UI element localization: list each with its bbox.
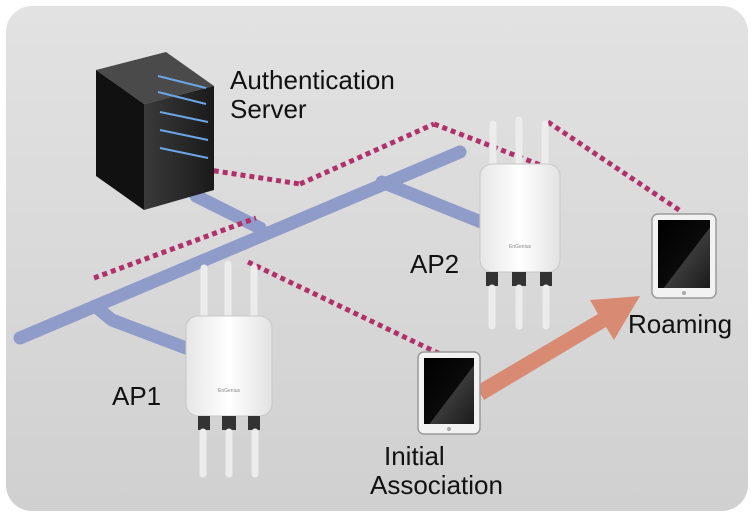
tablet-roaming-icon <box>651 213 717 299</box>
auth-server-label: Authentication Server <box>230 66 395 124</box>
wireless-links <box>93 119 684 359</box>
server-leds <box>157 75 209 159</box>
ap1-access-point-icon: EnGenius <box>185 260 273 478</box>
roaming-arrow-icon <box>476 296 640 400</box>
ap1-label: AP1 <box>112 381 162 411</box>
ap2-brand-text: EnGenius <box>509 244 531 250</box>
wireless-link-initial <box>246 259 446 359</box>
server-front <box>144 86 214 210</box>
auth-server-label-line1: Authentication <box>230 65 395 95</box>
initial-association-label: Initial Association <box>370 442 503 500</box>
tablet-initial-screen <box>424 358 474 424</box>
auth-link-mid <box>298 121 436 187</box>
wired-backbone <box>13 145 493 355</box>
server-icon <box>96 52 214 210</box>
ap2-antennas-bottom <box>488 284 550 330</box>
ap1-connectors <box>198 416 260 430</box>
initial-association-label-line1: Initial <box>384 441 445 471</box>
tablet-roaming-screen <box>658 220 710 288</box>
tablet-initial-icon <box>417 351 481 435</box>
ap1-uplink-line <box>88 299 193 355</box>
ap2-label: AP2 <box>410 249 460 279</box>
server-side <box>96 70 144 210</box>
ap1-antennas-bottom <box>199 428 259 478</box>
roaming-label: Roaming <box>628 309 733 339</box>
ap2-uplink-line <box>375 175 493 231</box>
ap2-connectors <box>486 272 552 286</box>
auth-link-ap2 <box>433 121 549 171</box>
ap1-brand-text: EnGenius <box>218 388 240 394</box>
ap1-antennas-top <box>200 260 258 326</box>
server-top <box>96 52 214 104</box>
auth-link-left <box>93 215 257 281</box>
auth-server-label-line2: Server <box>230 94 307 124</box>
ap2-access-point-icon: EnGenius <box>479 116 561 330</box>
initial-association-label-line2: Association <box>370 470 503 500</box>
